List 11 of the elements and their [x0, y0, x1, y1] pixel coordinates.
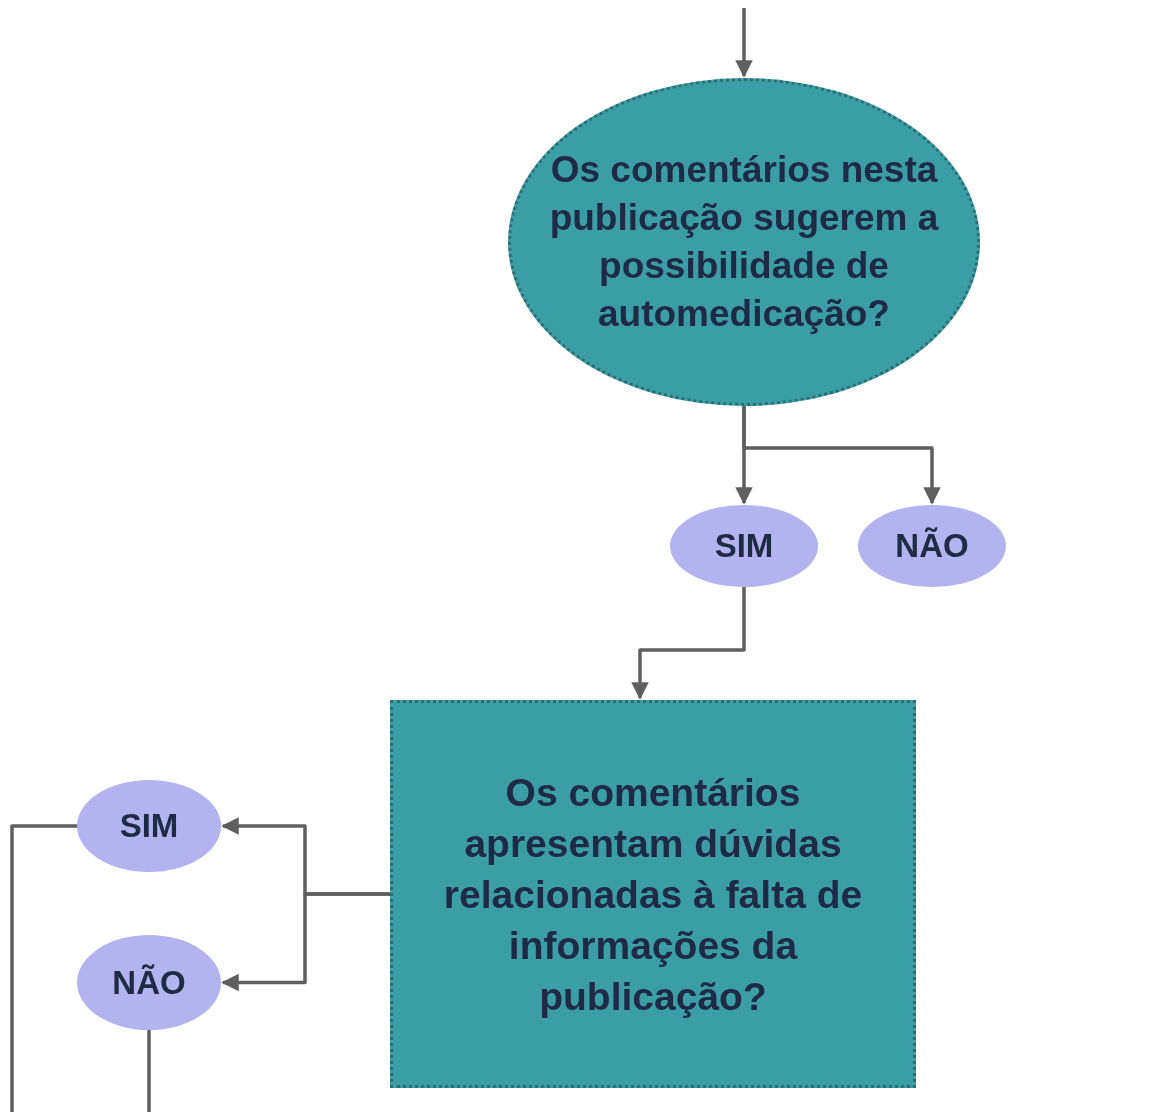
node-label: Os comentários apresentam dúvidas relacionadas à falta de informações da publicação?	[442, 769, 864, 1020]
arrow	[742, 406, 941, 505]
decision-box	[390, 700, 916, 1088]
node-label: Os comentários nesta publicação sugerem a possibilidade de automedicação?	[548, 148, 940, 336]
arrow	[631, 587, 746, 700]
node-label: SIM	[119, 806, 179, 847]
node-label: NÃO	[895, 526, 969, 567]
node-label: SIM	[714, 526, 774, 567]
node-label: NÃO	[112, 962, 186, 1003]
arrow	[735, 8, 753, 78]
arrow	[221, 892, 390, 992]
